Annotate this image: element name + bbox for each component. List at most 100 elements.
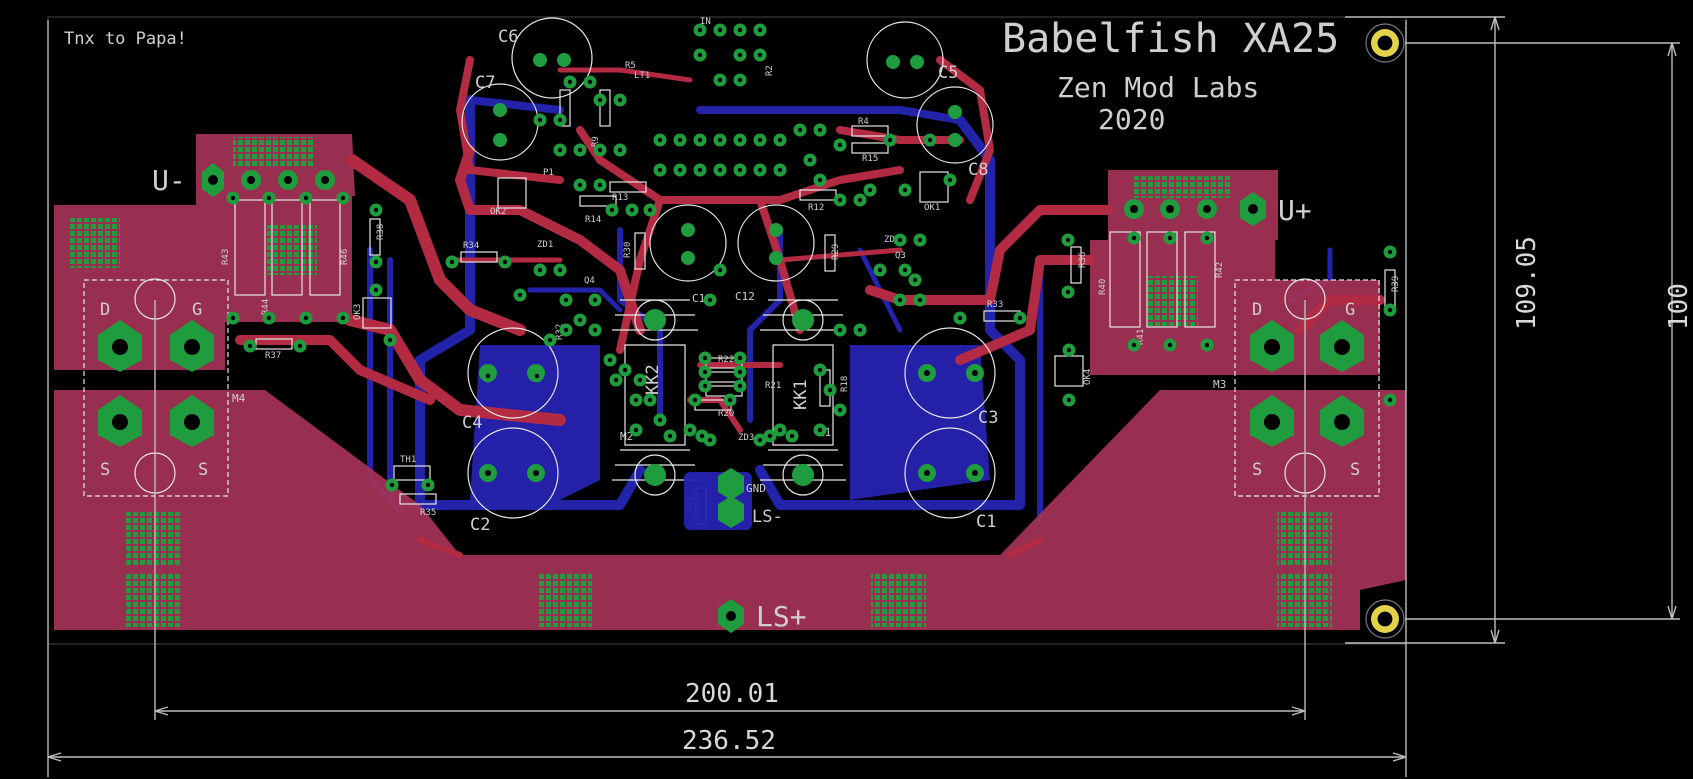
board-title: Babelfish XA25 [1002,16,1339,62]
via-drill [517,292,523,298]
via-drill [692,397,698,403]
board-subtitle: Zen Mod Labs [1057,71,1259,104]
via-drill [817,127,823,133]
via-drill [340,195,346,201]
via-drill [917,297,923,303]
resistor-label-r36: R36 [1078,252,1088,268]
via-drill [613,377,619,383]
via-drill [622,367,628,373]
resistor-label-r20: R20 [718,409,734,419]
mosfet-label-m2: M2 [620,430,633,443]
via-drill [297,343,303,349]
via-drill [912,277,918,283]
resistor-label-r33: R33 [987,300,1003,310]
capacitor-c8: C8 [916,86,994,180]
capacitor-c3: C3 [904,327,998,428]
via-drill [817,427,823,433]
capacitor-c5: C5 [866,21,958,99]
via-drill [567,79,573,85]
connector-ls-minus: LS- GND [684,468,783,530]
resistor-label-r37: R37 [265,351,281,361]
resistor-label-r43: R43 [221,249,231,265]
capacitor-c12: C12 [735,204,815,303]
via-drill [702,355,708,361]
via-drill [887,137,893,143]
via-drill [697,137,703,143]
via-drill [737,77,743,83]
via-drill [587,79,593,85]
via-drill [902,187,908,193]
via-drill [789,433,795,439]
pot-label-p1: P1 [543,168,554,178]
via-drill [757,437,763,443]
capacitor-label-c1: C1 [976,512,996,532]
via-drill [1167,342,1173,348]
mounting-holes [1365,23,1405,639]
via-drill [266,195,272,201]
via-drill [617,97,623,103]
via-drill [737,383,743,389]
label-ls-plus: LS+ [756,600,807,633]
via-drill [609,207,615,213]
via-drill [387,337,393,343]
via-drill [707,437,713,443]
via-drill [707,297,713,303]
heatsink-kk1: KK1 M1 [760,299,846,496]
via-drill [697,167,703,173]
via-drill [817,177,823,183]
label-ls-minus: LS- [752,507,783,527]
transistor-label-q3: Q3 [895,251,906,261]
zener-label-zd2: ZD2 [884,235,900,245]
via-drill [702,369,708,375]
capacitor-label-c12: C12 [735,290,755,303]
mosfet-m3-s2-label: S [1350,460,1360,480]
via-drill [702,383,708,389]
via-drill [1387,249,1393,255]
via-drill [557,267,563,273]
via-drill [629,207,635,213]
via-drill [425,482,431,488]
via-drill [877,267,883,273]
resistor-label-r2: R2 [765,65,775,76]
mosfet-m3-d-label: D [1252,300,1262,320]
mosfet-m3-ref: M3 [1213,378,1226,391]
via-drill [1131,342,1137,348]
via-drill [777,167,783,173]
via-drill [1387,307,1393,313]
via-drill [1387,397,1393,403]
capacitor-c1: C1 [904,427,996,532]
resistor-label-r13: R13 [612,193,628,203]
mosfet-m4-s1-label: S [100,460,110,480]
via-drill [837,197,843,203]
via-drill [797,127,803,133]
resistor-label-r5: R5 [625,61,636,71]
input-label: IN [700,17,711,27]
via-drill [687,427,693,433]
via-drill [633,427,639,433]
resistor-label-r40: R40 [1098,279,1108,295]
capacitor-c13: C13 [649,204,727,305]
label-u-minus: U- [152,164,186,197]
small-parts: OK3 OK4 OK1 OK2 TH1 ZD1 ZD2 ZD3 Q3 Q4 P1… [353,17,1093,481]
via-drill [837,142,843,148]
via-drill [563,327,569,333]
dimension-height-total: 109.05 [1512,236,1542,330]
heatsink-label-kk1: KK1 [791,379,811,410]
connector-u-plus: U+ [1124,192,1312,227]
mosfet-m3-g-label: G [1345,300,1355,320]
via-drill [737,52,743,58]
via-drill [717,167,723,173]
dimension-annotations: 200.01 236.52 109.05 100 [47,16,1693,777]
resistor-label-r44: R44 [261,299,271,315]
via-drill [897,297,903,303]
via-drill [597,147,603,153]
pads-and-vias [226,23,1397,492]
via-drill [677,137,683,143]
via-drill [373,207,379,213]
via-drill [637,377,643,383]
mosfet-m4-g-label: G [192,300,202,320]
resistor-label-r30: R30 [623,242,633,258]
via-drill [597,182,603,188]
via-drill [767,433,773,439]
